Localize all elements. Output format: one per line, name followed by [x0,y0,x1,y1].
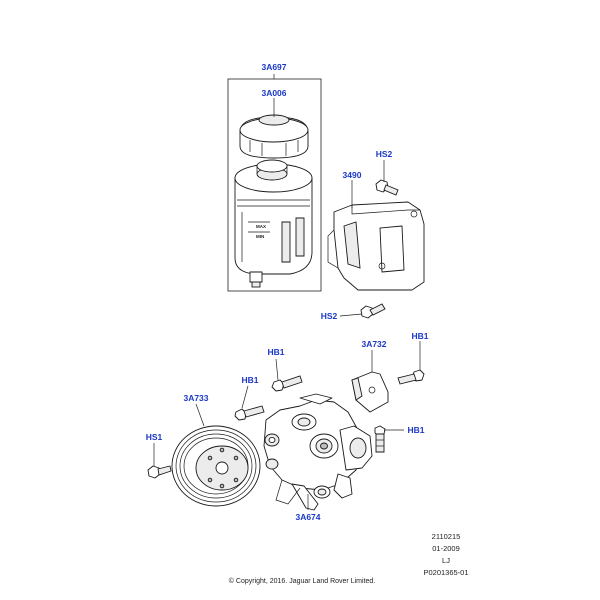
callout-hs2-upper: HS2 [376,149,393,159]
callout-hb1-left: HB1 [241,375,258,385]
callout-3a697: 3A697 [261,62,286,72]
callout-3a732: 3A732 [361,339,386,349]
reservoir-max-mark: MAX [256,224,266,229]
callout-3490: 3490 [343,170,362,180]
pump-bolt-right [374,425,386,453]
pump-bolt-right-top [397,369,425,385]
copyright-notice: © Copyright, 2016. Jaguar Land Rover Lim… [229,577,375,585]
reference-date: 01-2009 [432,544,460,553]
reference-code-1: 2110215 [432,532,461,541]
reference-code-2: P0201365-01 [423,568,468,577]
callout-3a674: 3A674 [295,512,320,522]
leader-lines [153,74,421,510]
reference-initials: LJ [442,556,450,565]
callout-3a006: 3A006 [261,88,286,98]
callout-hb1-right-top: HB1 [411,331,428,341]
reservoir-body: MAX MIN [234,159,313,288]
callout-hs1: HS1 [146,432,163,442]
pump-bolt-upper [271,375,303,392]
reservoir-kit-frame [227,78,322,292]
bracket-bolt-lower [360,303,386,319]
pulley-bolt [147,465,172,479]
reservoir-min-mark: MIN [256,234,264,239]
drive-pulley [171,425,261,507]
callout-3a733: 3A733 [183,393,208,403]
reservoir-cap [239,114,309,159]
reservoir-bracket [327,201,425,291]
callout-hb1-upper: HB1 [267,347,284,357]
steering-pump [263,393,373,511]
callout-hs2-lower: HS2 [321,311,338,321]
pump-bolt-left [234,405,265,421]
callout-hb1-right: HB1 [407,425,424,435]
pump-cover [351,371,389,413]
bracket-bolt-upper [375,179,399,196]
